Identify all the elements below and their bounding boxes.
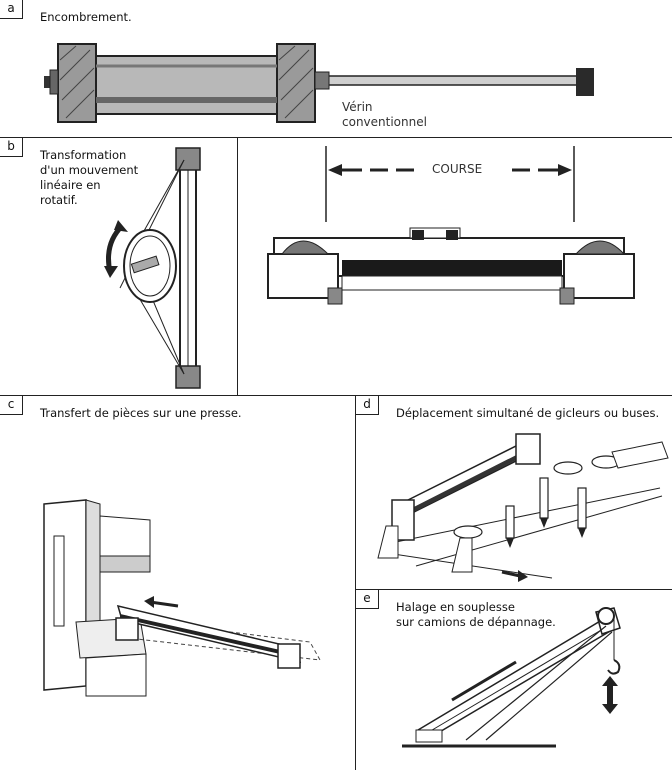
rodless-cylinder-drawing (267, 146, 635, 305)
linear-to-rotary-drawing (104, 147, 201, 389)
label-course: COURSE (432, 162, 483, 176)
carriage (409, 227, 461, 239)
cylinder-end-cap-left (57, 43, 97, 123)
lift-arrow (607, 684, 613, 706)
course-arrow-right (558, 164, 572, 176)
motion-arrow (149, 600, 179, 608)
rotation-arrow (106, 224, 124, 273)
nozzle-displacement-drawing (377, 433, 669, 582)
panel-e-letter: e (356, 590, 379, 609)
rodless-barrel (342, 260, 562, 276)
panel-b: b Transformation d'un mouvement linéaire… (0, 138, 238, 396)
course-arrow-left (328, 164, 342, 176)
panel-b-caption: Transformation d'un mouvement linéaire e… (40, 148, 139, 207)
panel-d-caption: Déplacement simultané de gicleurs ou bus… (396, 406, 660, 420)
cylinder-end-cap-right (276, 43, 316, 123)
panel-e: e Halage en souplesse sur camions de dép… (356, 590, 672, 770)
press-frame (43, 499, 87, 691)
displacement-arrow (501, 570, 521, 578)
panel-a-caption: Encombrement. (40, 10, 132, 24)
panel-c-caption: Transfert de pièces sur une presse. (40, 406, 242, 420)
panel-d: d Déplacement simultané de gicleurs ou b… (356, 396, 672, 590)
panel-c: c Transfert de pièces sur une presse. (0, 396, 356, 770)
panel-c-letter: c (0, 396, 23, 415)
conventional-cylinder-drawing (44, 43, 594, 123)
winch-pulley (597, 607, 615, 625)
press-transfer-drawing (43, 499, 321, 697)
boom (416, 619, 614, 741)
panel-a-letter: a (0, 0, 23, 19)
rodless-end-cap-left (267, 253, 339, 299)
panel-b-letter: b (0, 138, 23, 157)
piston-rod (314, 75, 578, 86)
hook-icon (607, 659, 621, 675)
label-conventional-cylinder: Vérin conventionnel (342, 100, 427, 129)
panel-e-caption: Halage en souplesse sur camions de dépan… (396, 600, 556, 629)
tow-truck-drawing (402, 607, 621, 748)
panel-b-rodless: COURSE (238, 138, 672, 396)
panel-a: a Encombrement. Vérin conventionnel (0, 0, 672, 138)
rod-end-block (576, 68, 594, 96)
panel-d-letter: d (356, 396, 379, 415)
rodless-end-cap-right (563, 253, 635, 299)
